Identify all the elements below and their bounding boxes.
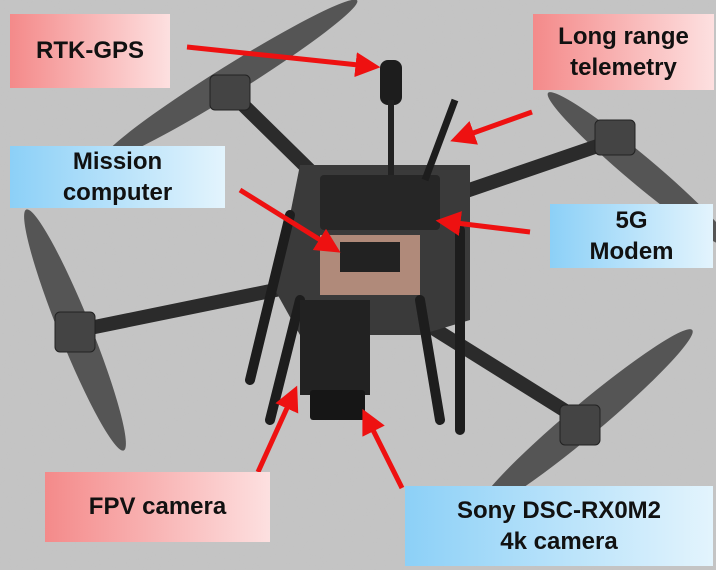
arrow-fpv-camera [255,385,299,474]
label-text: 5G [615,206,648,234]
telemetry-antenna [421,98,459,182]
label-sony-camera: Sony DSC-RX0M2 4k camera [405,486,713,566]
arrow-5g-modem [435,211,531,236]
arrow-mission-computer [238,187,341,253]
motors [54,74,636,446]
label-text: FPV camera [88,493,227,521]
label-text: 4k camera [500,528,618,555]
landing-gear [245,210,465,435]
label-mission-computer: Mission computer [10,146,225,208]
arrow-rtk-gps [186,44,381,78]
label-rtk-gps: RTK-GPS [10,14,170,88]
label-text: Long range [558,22,689,50]
label-text: computer [62,179,173,206]
sony-camera [310,390,365,420]
label-text: Modem [589,238,674,265]
label-text: Sony DSC-RX0M2 [456,496,662,524]
arrow-telemetry [450,109,533,145]
label-text: telemetry [570,54,677,81]
annotation-arrows [186,44,533,490]
modem-box [320,175,440,230]
label-text: Mission [72,147,163,175]
camera-gimbal [300,300,370,395]
label-long-range-telemetry: Long range telemetry [533,14,714,90]
label-5g-modem: 5G Modem [550,204,713,268]
arrow-sony-camera [362,408,405,490]
label-text: RTK-GPS [36,37,144,65]
label-fpv-camera: FPV camera [45,472,270,542]
gps-antenna [380,60,402,105]
